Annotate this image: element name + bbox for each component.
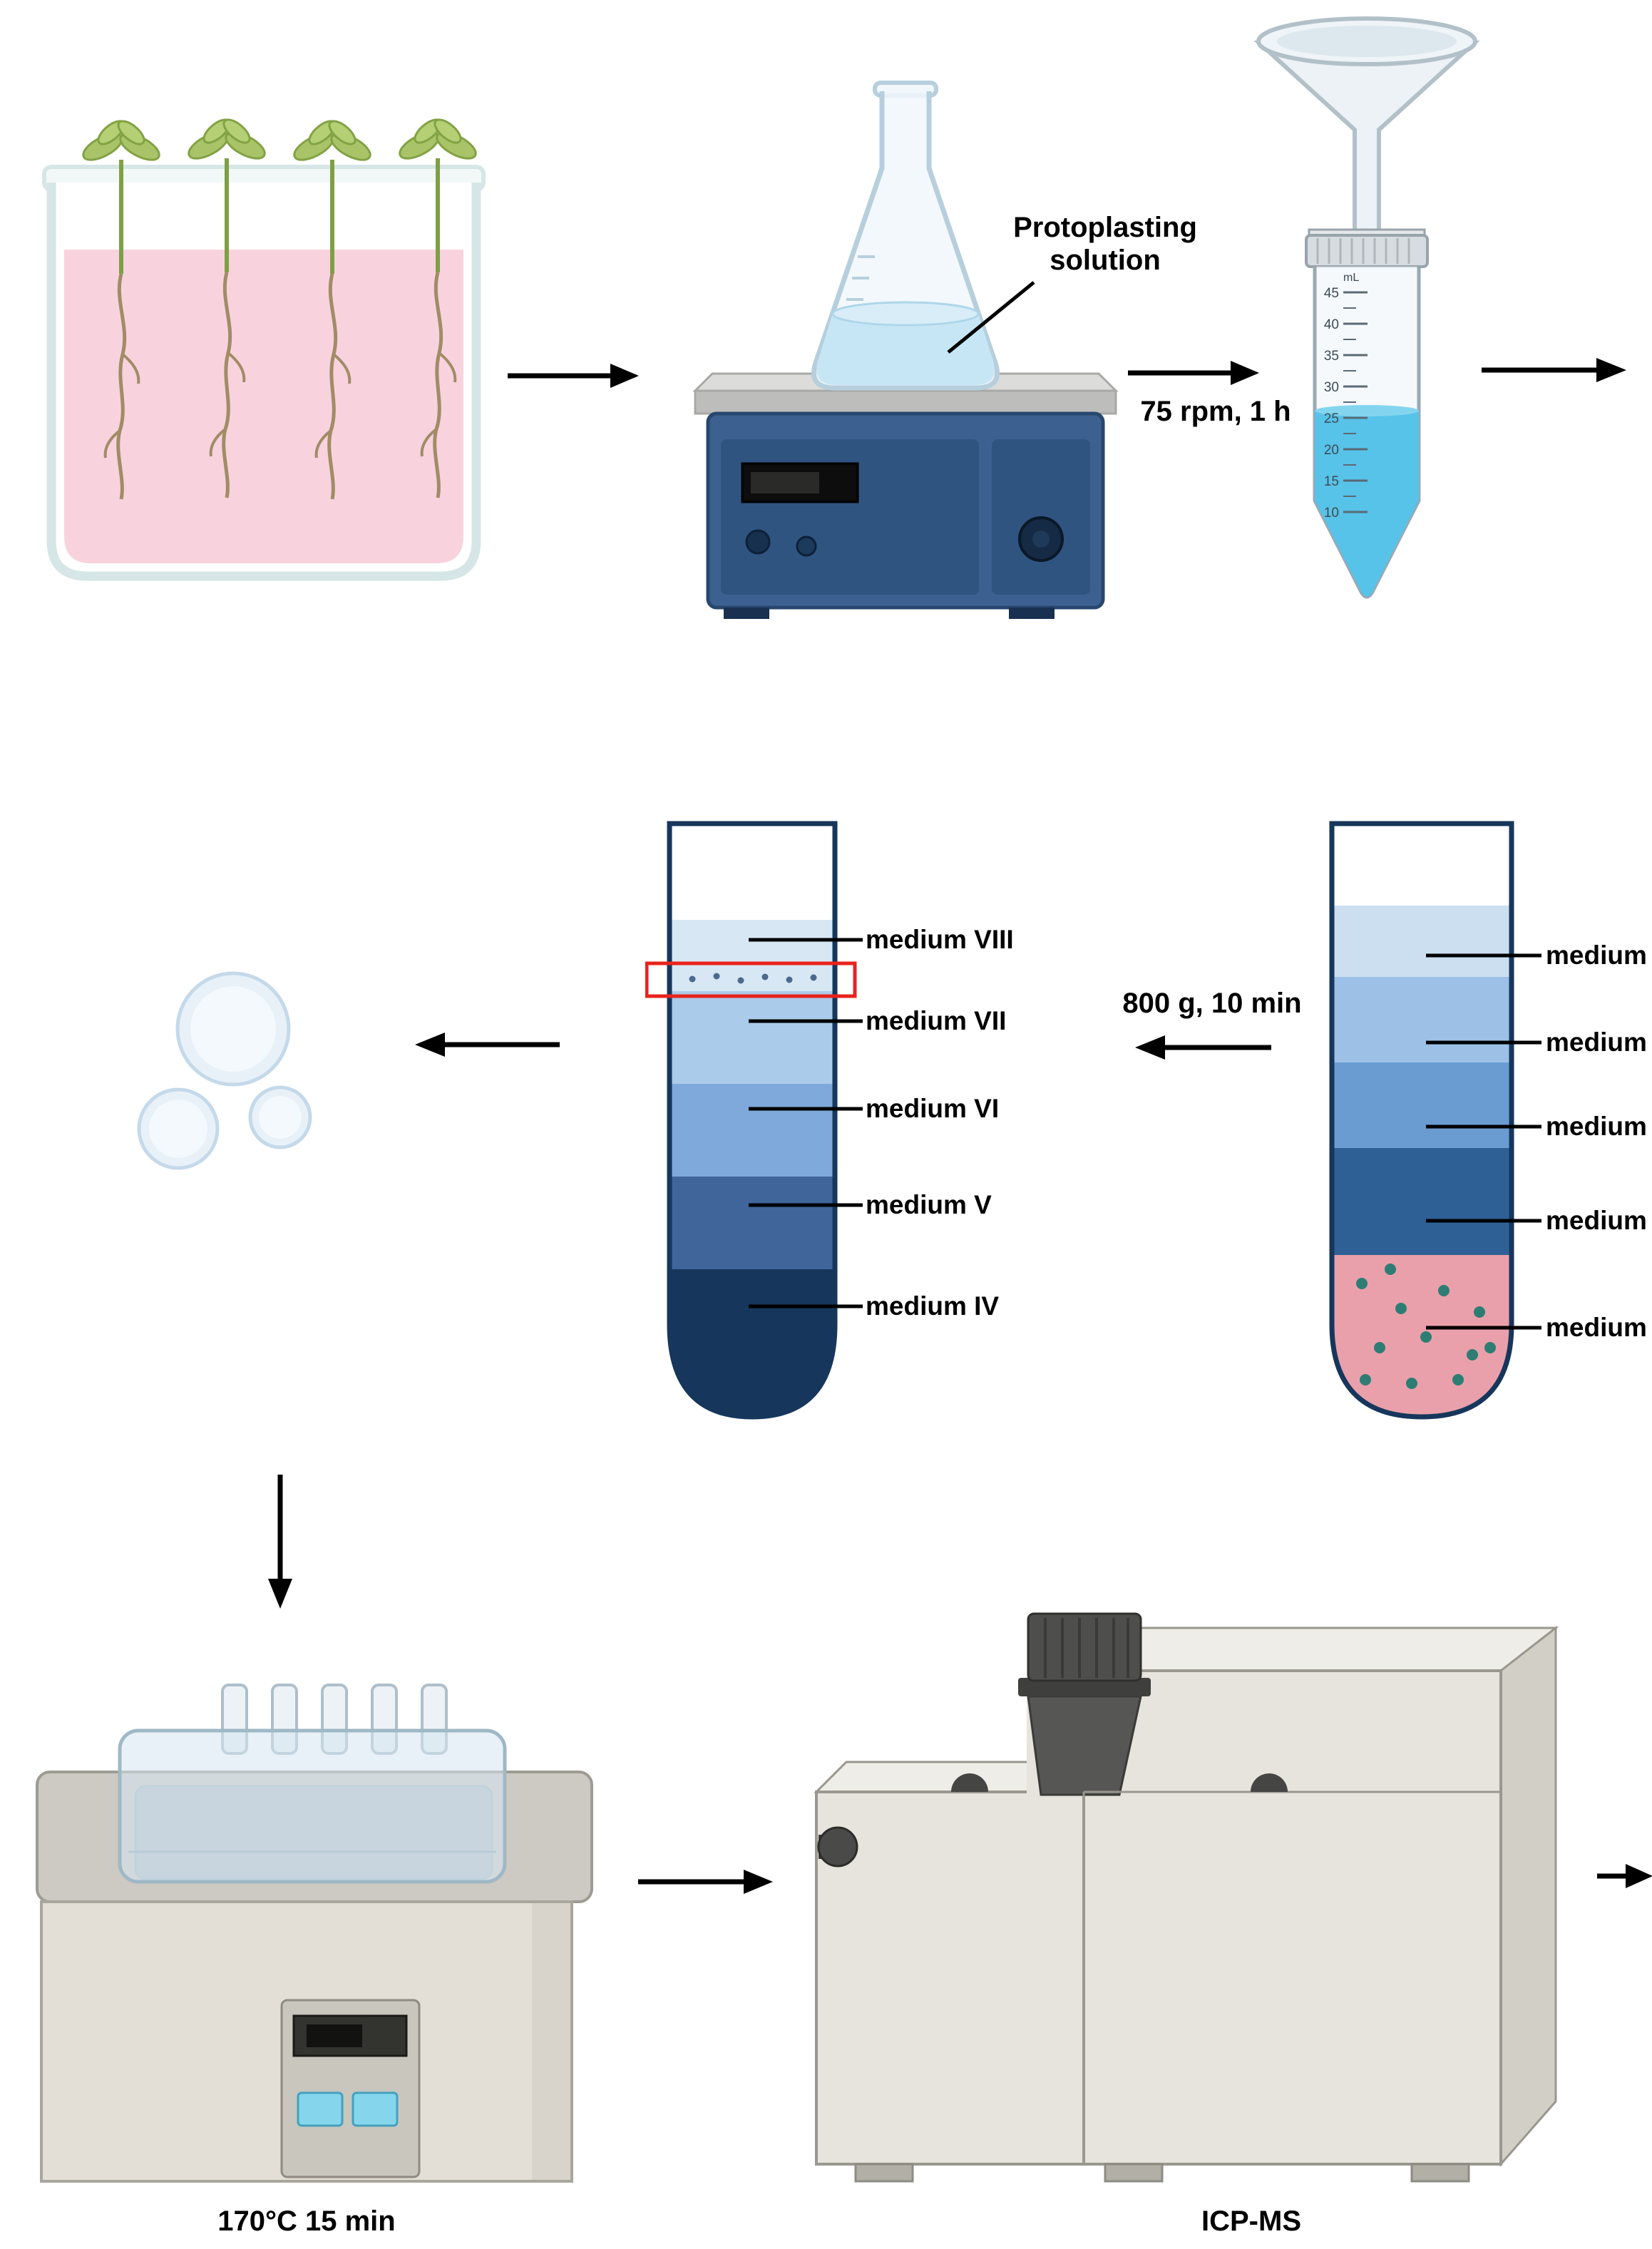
- loaded-tube-label-2: medium: [1546, 1028, 1647, 1057]
- protoplast-band-highlight-box: [645, 961, 857, 998]
- funnel: [1253, 16, 1480, 241]
- seedling-beaker-illustration: [42, 114, 486, 581]
- loaded-tube-label-5: medium: [1546, 1313, 1647, 1342]
- loaded-tube-label-1: medium: [1546, 941, 1647, 970]
- arrow-right-5-icon: [1597, 1864, 1652, 1888]
- loaded-tube-illustration: [1329, 821, 1541, 1420]
- protoplasting-pointer-line: [947, 281, 1035, 354]
- handle-right: [1251, 1773, 1288, 1792]
- svg-text:35: 35: [1324, 349, 1339, 364]
- centrifuge-condition-label: 800 g, 10 min: [1122, 988, 1302, 1019]
- side-knob: [817, 1826, 858, 1868]
- gradient-tube-label-vii: medium VII: [866, 1006, 1007, 1035]
- arrow-right-2-icon: [1128, 361, 1259, 385]
- gradient-tube-label-vi: medium VI: [866, 1094, 1000, 1123]
- torch-flange: [1018, 1678, 1151, 1696]
- svg-text:mL: mL: [1343, 272, 1359, 284]
- protoplasting-liquid: [816, 305, 995, 385]
- pink-growth-medium: [64, 250, 463, 563]
- shaker-plate-front: [694, 389, 1117, 415]
- icpms-illustration: [814, 1612, 1559, 2183]
- gradient-tube-ticks: [749, 938, 863, 1308]
- svg-text:25: 25: [1324, 411, 1339, 426]
- arrow-right-3-icon: [1482, 358, 1626, 382]
- shake-condition-label: 75 rpm, 1 h: [1140, 396, 1291, 427]
- gradient-layers: [669, 826, 835, 1417]
- svg-text:30: 30: [1324, 380, 1339, 395]
- gradient-tube-label-v: medium V: [866, 1190, 992, 1219]
- right-side-face: [1499, 1625, 1557, 2167]
- flask-graduations: [846, 255, 875, 301]
- protoplasting-solution-label: Protoplasting solution: [1013, 212, 1197, 276]
- arrow-left-1-icon: [415, 1033, 560, 1057]
- cell-dots: [1356, 1264, 1496, 1389]
- left-module-front: [815, 1791, 1085, 2166]
- panel-button-right: [352, 2091, 399, 2127]
- falcon-scale: mL 45 40 35 30 25 20 15 10: [1324, 272, 1368, 521]
- falcon-tube: mL 45 40 35 30 25 20 15 10: [1305, 228, 1429, 599]
- panel-button-left: [297, 2091, 344, 2127]
- svg-text:15: 15: [1324, 474, 1339, 489]
- arrow-left-2-icon: [1135, 1035, 1271, 1060]
- loaded-layers: [1332, 826, 1512, 1417]
- protoplast-cells-illustration: [137, 971, 312, 1170]
- loaded-tube-ticks: [1426, 953, 1541, 1330]
- water-bath-illustration: [36, 1684, 593, 2183]
- loaded-tube-label-3: medium: [1546, 1112, 1647, 1141]
- protoplast-band-dots: [689, 973, 817, 984]
- gradient-tube-label-iv: medium IV: [866, 1291, 1000, 1321]
- arrow-right-1-icon: [508, 364, 639, 388]
- funnel-falcon-illustration: mL 45 40 35 30 25 20 15 10: [1253, 16, 1480, 599]
- transparent-lid: [118, 1728, 507, 1884]
- falcon-cap-ridges: [1316, 238, 1410, 264]
- svg-text:40: 40: [1324, 317, 1339, 332]
- shaker-base: [706, 411, 1105, 619]
- svg-text:20: 20: [1324, 443, 1339, 458]
- loaded-tube-outline: [1329, 821, 1514, 1420]
- gradient-tube-label-viii: medium VIII: [866, 925, 1014, 954]
- handle-left: [951, 1773, 988, 1792]
- digestion-condition-label: 170°C 15 min: [217, 2206, 396, 2237]
- right-module-front: [1082, 1669, 1502, 2166]
- shaker-knob-small-2: [796, 536, 817, 557]
- instrument-label: ICP-MS: [1201, 2206, 1301, 2237]
- arrow-right-4-icon: [638, 1870, 773, 1894]
- svg-text:10: 10: [1324, 506, 1339, 521]
- gradient-tube-outline: [667, 821, 838, 1420]
- right-module-top: [1080, 1626, 1559, 1672]
- shaker-flask-illustration: [692, 81, 1119, 619]
- shaker-foot-left: [724, 608, 769, 619]
- arrow-down-icon: [268, 1475, 292, 1609]
- shaker-foot-right: [1009, 608, 1055, 619]
- loaded-tube-label-4: medium: [1546, 1206, 1647, 1235]
- control-panel: [280, 1999, 421, 2178]
- instrument-feet: [854, 2163, 1470, 2183]
- torch-knob-ridges: [1044, 1618, 1129, 1678]
- bath-body-shade: [532, 1903, 570, 2180]
- gradient-tube-illustration: [645, 821, 863, 1420]
- erlenmeyer-flask: [811, 81, 1000, 391]
- falcon-liquid: [1315, 411, 1419, 597]
- shaker-knob-small: [745, 529, 771, 555]
- svg-text:45: 45: [1324, 286, 1339, 301]
